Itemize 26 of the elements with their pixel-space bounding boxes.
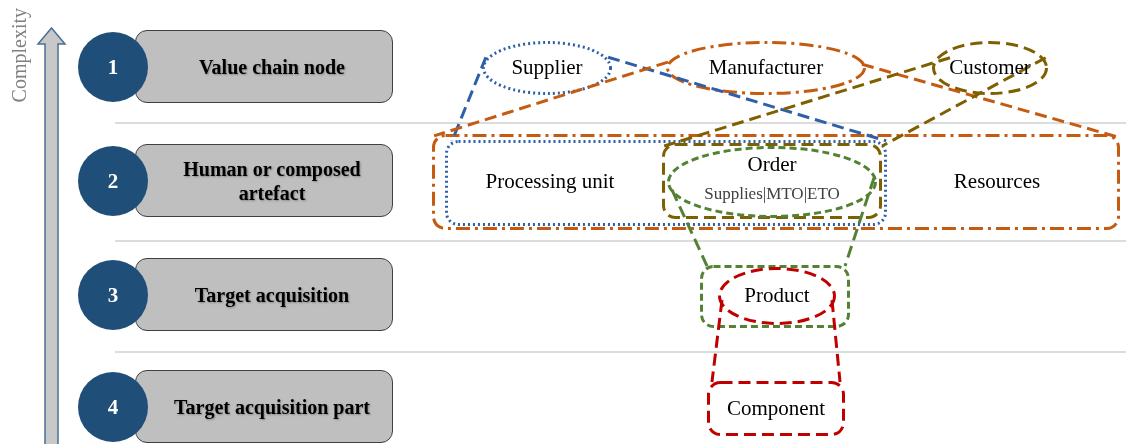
projection-line bbox=[607, 55, 887, 143]
node-label: Product bbox=[743, 283, 811, 308]
node-sublabel: Supplies|MTO|ETO bbox=[703, 184, 841, 204]
step-number-circle: 4 bbox=[78, 372, 148, 442]
level-box: Human or composed artefact bbox=[135, 144, 393, 217]
step-number-circle: 3 bbox=[78, 260, 148, 330]
projection-line bbox=[450, 56, 488, 142]
projection-line bbox=[830, 299, 842, 383]
level-box: Value chain node bbox=[135, 30, 393, 103]
projection-line bbox=[881, 56, 1047, 148]
node-label: Resources bbox=[952, 169, 1042, 194]
step-number-circle: 1 bbox=[78, 32, 148, 102]
node-label: Supplier bbox=[510, 55, 584, 80]
step-number-circle: 2 bbox=[78, 146, 148, 216]
node-label: Customer bbox=[948, 55, 1032, 80]
node-label: Processing unit bbox=[484, 169, 616, 194]
axis-label: Complexity bbox=[8, 8, 31, 103]
projection-line bbox=[433, 60, 669, 138]
projection-line bbox=[710, 299, 724, 383]
level-box: Target acquisition bbox=[135, 258, 393, 331]
level-box: Target acquisition part bbox=[135, 370, 393, 443]
projection-line bbox=[663, 56, 951, 148]
projection-line bbox=[861, 62, 1118, 139]
node-label: Component bbox=[726, 396, 826, 421]
node-label: Order bbox=[746, 152, 798, 177]
node-label: Manufacturer bbox=[707, 55, 825, 80]
